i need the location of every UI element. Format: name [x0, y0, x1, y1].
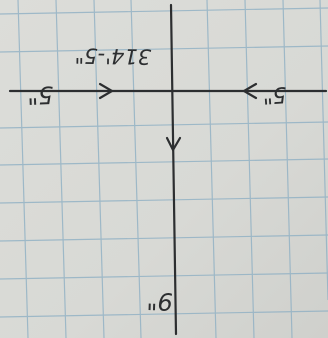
right-arrowhead-icon — [241, 82, 258, 100]
left-dimension-label: 5" — [27, 81, 54, 110]
pencil-drawing — [8, 3, 328, 336]
left-arrowhead-icon — [98, 82, 115, 100]
vertical-line — [169, 3, 178, 336]
bottom-label: 9" — [146, 287, 173, 316]
top-label: 314'-5" — [74, 43, 151, 68]
down-arrowhead-icon — [165, 136, 182, 153]
right-dimension-label: 5" — [262, 81, 288, 108]
